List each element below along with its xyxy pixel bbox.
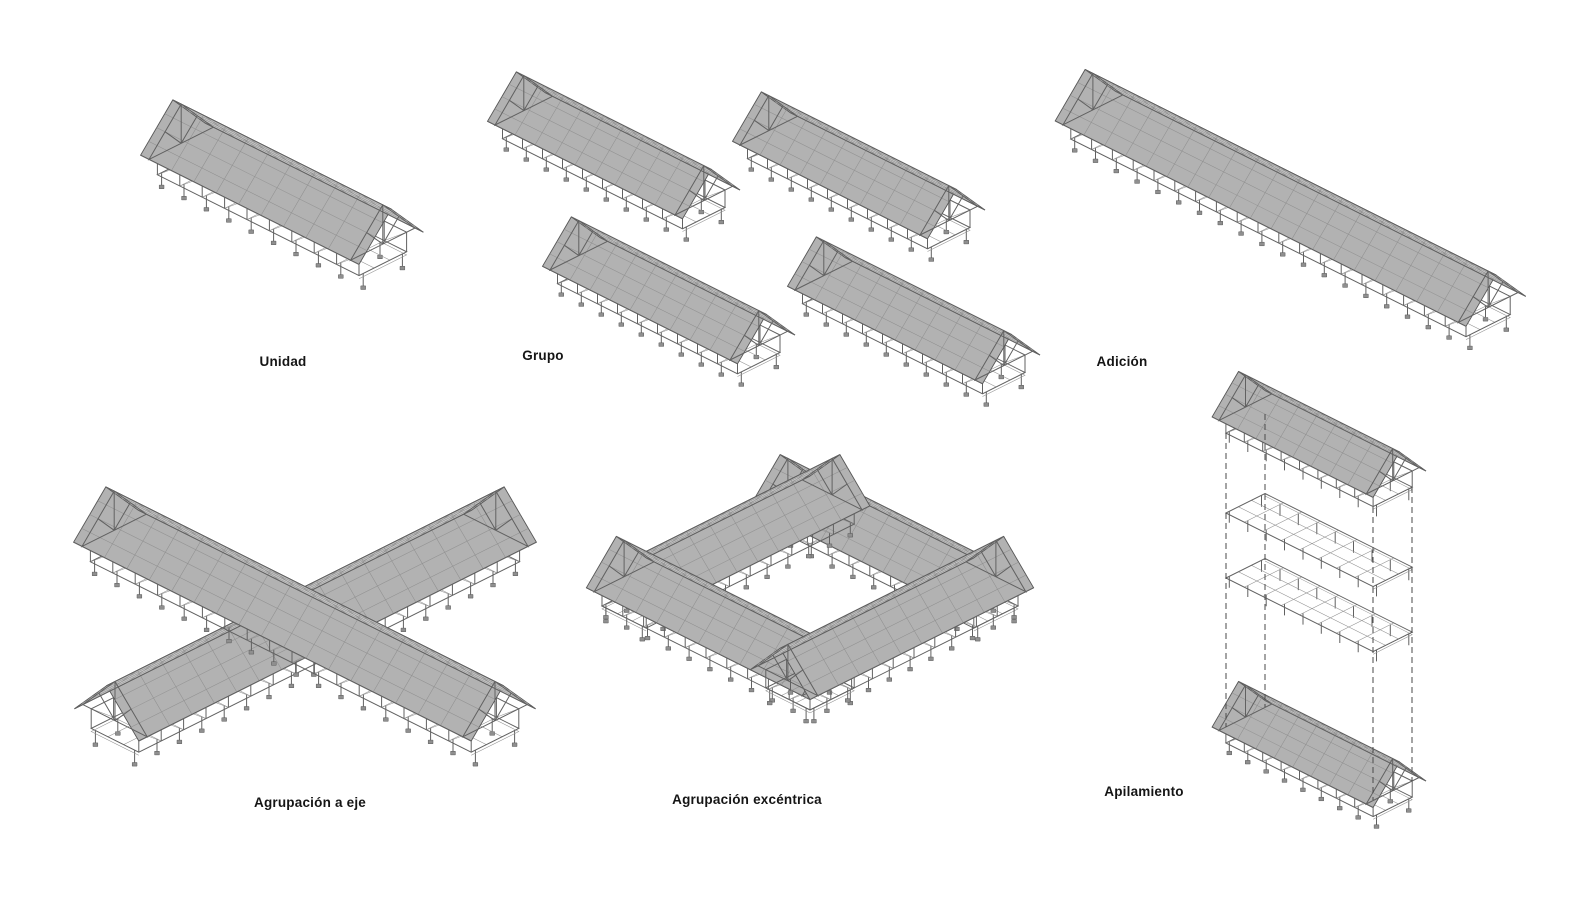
structure-path [487, 71, 741, 220]
figure-adicion-drawing [1054, 68, 1527, 350]
structure-path [92, 552, 519, 767]
figure-label-adicion: Adición [1096, 354, 1148, 369]
structure-path [1217, 684, 1421, 806]
structure-path [1225, 558, 1413, 655]
figure-label-unidad: Unidad [259, 354, 307, 369]
figure-label-agrupacion-excentrica: Agrupación excéntrica [672, 792, 822, 807]
structure-path [147, 103, 416, 262]
structure-path [1228, 560, 1410, 662]
figure-label-agrupacion-a-eje: Agrupación a eje [254, 795, 366, 810]
figure-grupo-drawing [486, 71, 1041, 407]
figure-apilamiento-drawing [1211, 370, 1427, 829]
structure-path [1072, 130, 1509, 350]
structure-path [548, 219, 789, 362]
structure-path [1228, 495, 1410, 597]
figure-agrupacion-a-eje-drawing [72, 486, 538, 767]
structure-path [493, 74, 734, 217]
structure-path [787, 236, 1041, 385]
figure-agrupacion-excentrica-drawing [585, 454, 1035, 724]
structure-path [1217, 374, 1421, 496]
structure-path [738, 94, 979, 237]
structure-path [91, 552, 518, 767]
structure-path [140, 99, 424, 265]
structure-path [1211, 371, 1427, 498]
structure-path [732, 91, 986, 240]
structure-path [81, 490, 530, 738]
figure-label-grupo: Grupo [522, 348, 564, 363]
structure-path [793, 239, 1034, 382]
structure-path [1054, 69, 1527, 327]
structure-path [1224, 492, 1414, 588]
figure-unidad-drawing [139, 99, 424, 290]
structure-path [73, 486, 536, 742]
structure-path [542, 216, 796, 365]
structure-path [80, 490, 529, 738]
figure-label-apilamiento: Apilamiento [1104, 784, 1184, 799]
structure-path [1061, 72, 1519, 324]
structure-path [1225, 493, 1413, 590]
structure-path [757, 539, 1028, 697]
